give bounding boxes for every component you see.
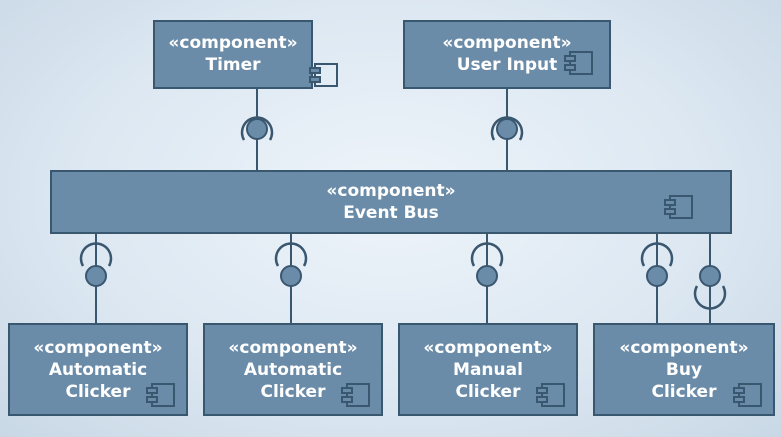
interface-buy-clicker-b	[693, 265, 727, 310]
component-timer: «component» Timer	[153, 20, 338, 89]
component-name: Event Bus	[343, 203, 439, 223]
stereotype-label: «component»	[168, 33, 298, 53]
interface-timer	[240, 116, 274, 141]
interface-manual-clicker	[470, 242, 504, 287]
component-name-line1: Buy	[665, 360, 703, 380]
interface-auto-clicker-2	[274, 242, 308, 287]
interface-user-input	[490, 116, 524, 141]
component-name: User Input	[456, 55, 558, 75]
stereotype-label: «component»	[619, 338, 749, 358]
stereotype-label: «component»	[423, 338, 553, 358]
component-name-line1: Automatic	[48, 360, 148, 380]
component-name-line2: Clicker	[260, 382, 326, 402]
stereotype-label: «component»	[228, 338, 358, 358]
stereotype-label: «component»	[442, 33, 572, 53]
interface-auto-clicker-1	[79, 242, 113, 287]
component-user-input: «component» User Input	[403, 20, 611, 89]
component-icon	[564, 51, 593, 75]
stereotype-label: «component»	[33, 338, 163, 358]
component-icon	[536, 383, 565, 407]
component-icon	[733, 383, 762, 407]
component-event-bus: «component» Event Bus	[50, 170, 732, 234]
component-icon	[146, 383, 175, 407]
component-name-line2: Clicker	[455, 382, 521, 402]
interface-buy-clicker-a	[640, 242, 674, 287]
component-icon	[309, 63, 338, 87]
component-name-line1: Automatic	[243, 360, 343, 380]
stereotype-label: «component»	[326, 181, 456, 201]
component-name-line2: Clicker	[65, 382, 131, 402]
component-name-line2: Clicker	[651, 382, 717, 402]
component-manual-clicker: «component» Manual Clicker	[398, 323, 578, 416]
component-automatic-clicker-2: «component» Automatic Clicker	[203, 323, 383, 416]
component-name: Timer	[205, 55, 261, 75]
component-icon	[664, 195, 693, 219]
component-automatic-clicker-1: «component» Automatic Clicker	[8, 323, 188, 416]
component-icon	[341, 383, 370, 407]
component-buy-clicker: «component» Buy Clicker	[593, 323, 775, 416]
component-name-line1: Manual	[453, 360, 523, 380]
